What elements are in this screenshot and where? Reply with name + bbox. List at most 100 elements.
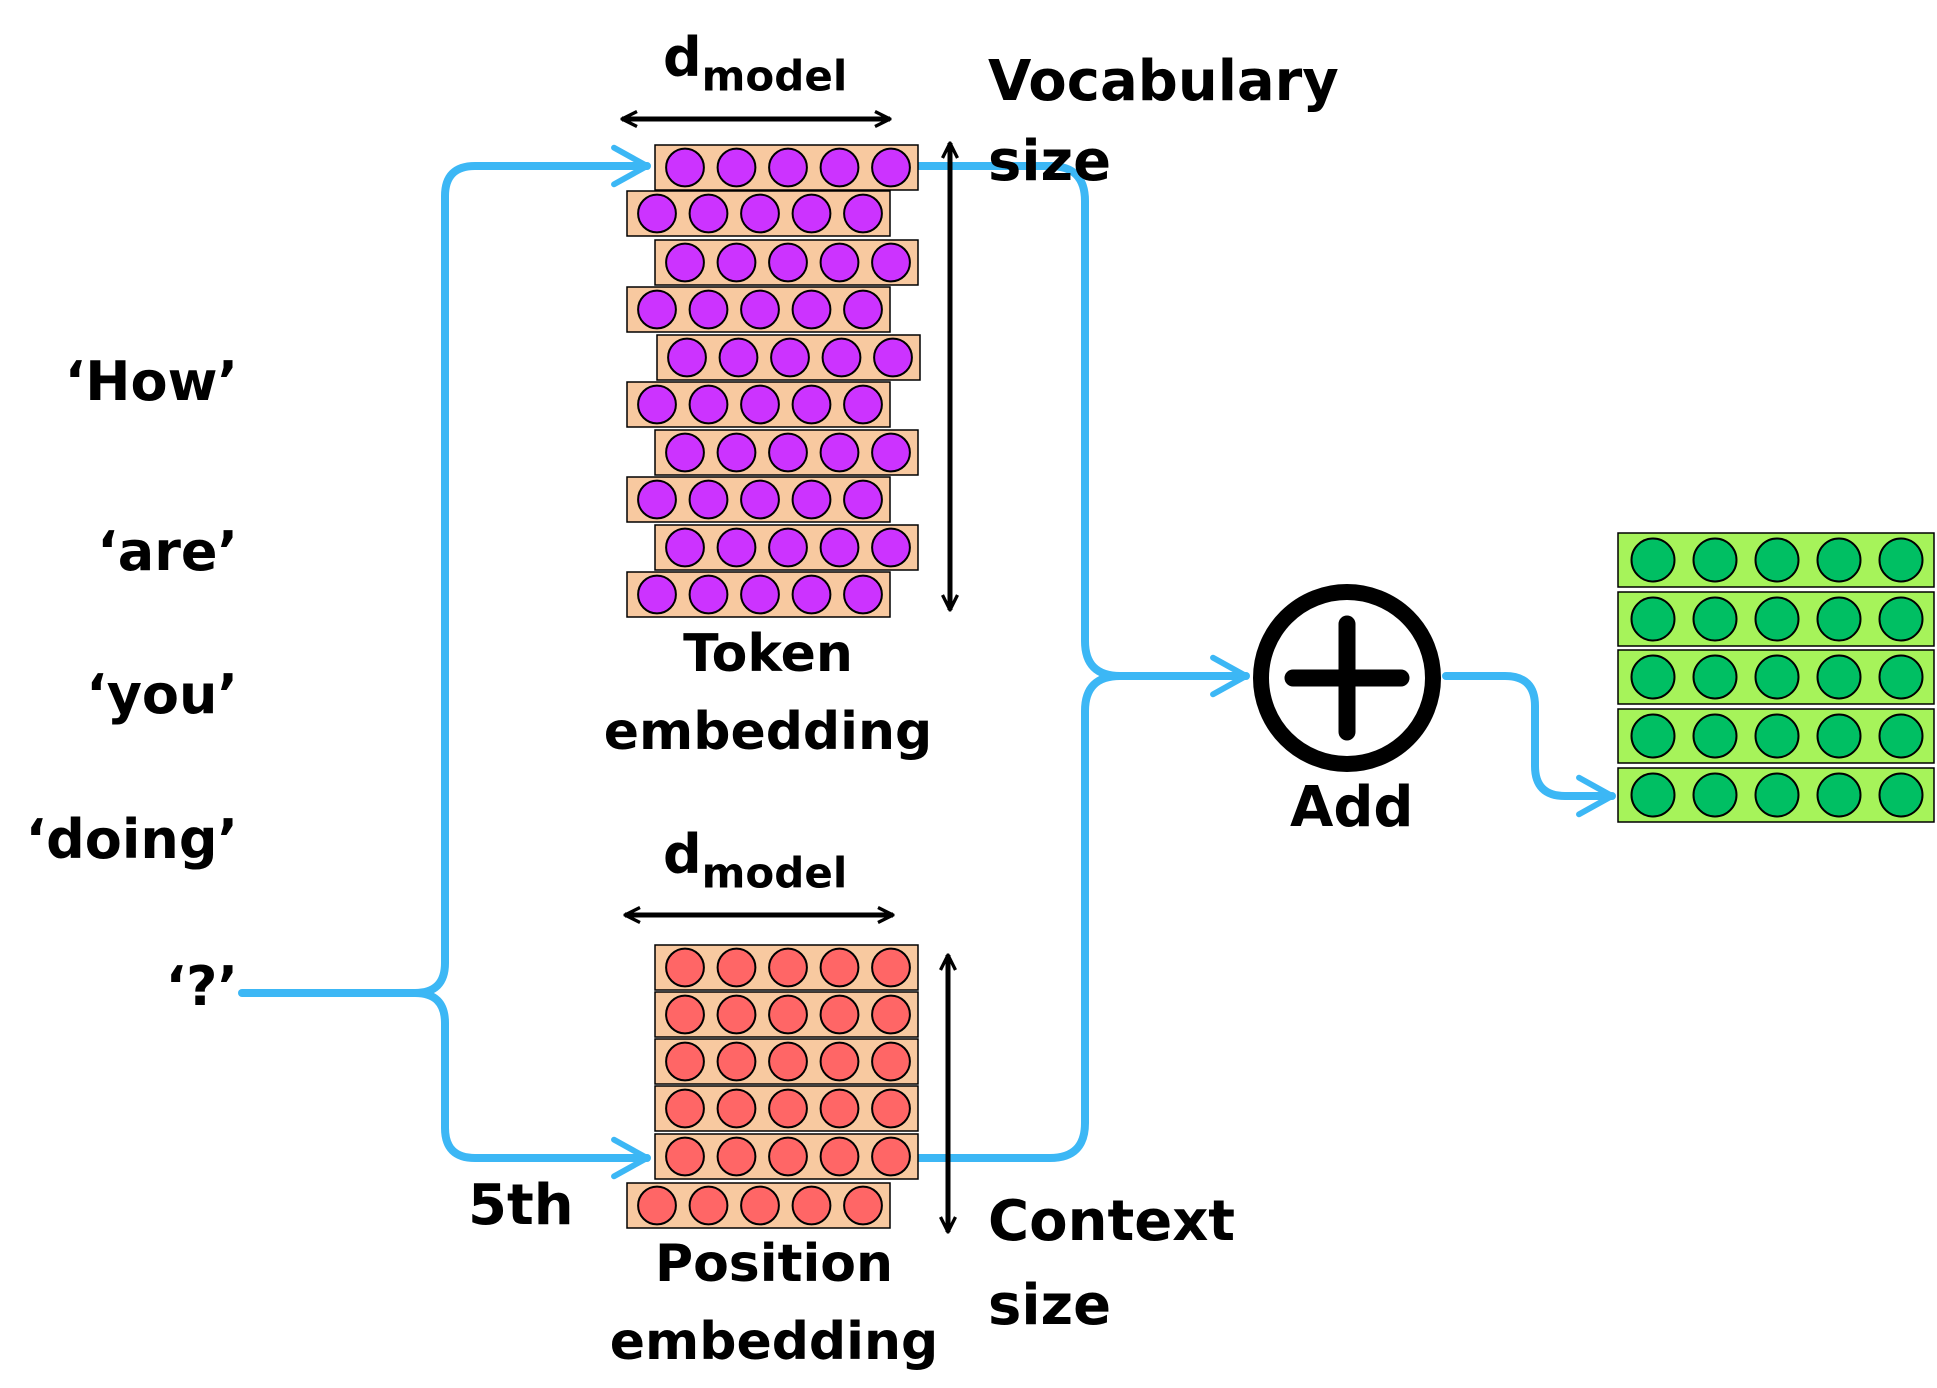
output-embedding-row [1617, 767, 1935, 823]
token-embedding-row-dimension-circle [740, 479, 780, 520]
token-embedding-row-dimension-circle [871, 432, 911, 473]
token-embedding-row-dimension-circle [716, 527, 757, 568]
position-embedding-row-dimension-circle [665, 1088, 705, 1129]
token-embedding-row-dimension-circle [819, 147, 860, 188]
output-embedding-row-dimension-circle [1630, 537, 1676, 583]
token-embedding-row-dimension-circle [716, 432, 757, 473]
dmodel-label-top: dmodel [663, 26, 848, 101]
position-embedding-row-dimension-circle [819, 1088, 860, 1129]
token-embedding-row [654, 429, 919, 476]
token-embedding-row-dimension-circle [688, 574, 729, 615]
output-embedding-row-dimension-circle [1878, 713, 1924, 759]
token-embedding-row [626, 286, 891, 333]
token-embedding-row-dimension-circle [665, 527, 705, 568]
token-embedding-row [626, 381, 891, 428]
position-embedding-row-dimension-circle [665, 1041, 705, 1082]
token-embedding-row-dimension-circle [637, 479, 677, 520]
output-embedding-row-dimension-circle [1878, 654, 1924, 700]
output-embedding-row-dimension-circle [1692, 654, 1738, 700]
token-embedding-row-dimension-circle [665, 147, 705, 188]
dimension-arrows [622, 119, 950, 1232]
position-embedding-row-dimension-circle [819, 1136, 860, 1177]
position-embedding-row-dimension-circle [819, 947, 860, 988]
token-embedding-row [654, 144, 919, 191]
position-embedding-row-dimension-circle [768, 1088, 808, 1129]
output-embedding-row-dimension-circle [1754, 772, 1800, 818]
position-embedding-row-dimension-circle [871, 1088, 911, 1129]
output-embedding-row-dimension-circle [1630, 772, 1676, 818]
position-embedding-row-dimension-circle [665, 994, 705, 1035]
position-embedding-row-dimension-circle [791, 1185, 832, 1226]
position-embedding-row-dimension-circle [716, 1088, 757, 1129]
output-embedding-row [1617, 649, 1935, 705]
token-embedding-row-dimension-circle [871, 242, 911, 283]
token-embedding-row-dimension-circle [637, 574, 677, 615]
token-embedding-row-dimension-circle [768, 432, 808, 473]
position-embedding-row [654, 1133, 919, 1180]
output-embedding-row-dimension-circle [1754, 537, 1800, 583]
token-embedding-label: Token embedding [603, 624, 933, 762]
token-embedding-row [656, 334, 921, 381]
position-embedding-row [654, 1038, 919, 1085]
token-embedding-row-dimension-circle [819, 432, 860, 473]
token-embedding-row-dimension-circle [718, 337, 759, 378]
flow-to-token-embedding [411, 144, 651, 997]
position-embedding-row [654, 1085, 919, 1132]
output-embedding-row-dimension-circle [1878, 537, 1924, 583]
output-embedding-row-dimension-circle [1816, 772, 1862, 818]
vocabulary-size-label: Vocabulary size [988, 49, 1339, 194]
output-embedding-row-dimension-circle [1816, 654, 1862, 700]
flow-to-position-embedding [411, 989, 651, 1180]
add-node [1253, 584, 1441, 772]
token-embedding-row-dimension-circle [871, 527, 911, 568]
token-embedding-row-dimension-circle [843, 574, 883, 615]
token-embedding-row [626, 476, 891, 523]
output-embedding-row-dimension-circle [1692, 537, 1738, 583]
position-embedding-row-dimension-circle [716, 1136, 757, 1177]
token-embedding-row [654, 239, 919, 286]
token-embedding-row-dimension-circle [770, 337, 810, 378]
output-embedding-row-dimension-circle [1630, 654, 1676, 700]
token-embedding-row-dimension-circle [871, 147, 911, 188]
token-embedding-row-dimension-circle [688, 289, 729, 330]
position-embedding-row-dimension-circle [871, 1041, 911, 1082]
position-embedding-row-dimension-circle [665, 947, 705, 988]
token-question-mark: ‘?’ [165, 955, 238, 1018]
token-embedding-row-dimension-circle [791, 289, 832, 330]
token-you: ‘you’ [86, 663, 238, 726]
token-embedding-row-dimension-circle [791, 193, 832, 234]
token-embedding-row-dimension-circle [819, 242, 860, 283]
token-embedding-row-dimension-circle [688, 193, 729, 234]
position-embedding-row-dimension-circle [740, 1185, 780, 1226]
token-embedding-row-dimension-circle [843, 384, 883, 425]
dmodel-label-bottom: dmodel [663, 823, 848, 898]
position-embedding-row-dimension-circle [716, 947, 757, 988]
output-embedding-row [1617, 591, 1935, 647]
position-embedding-row-dimension-circle [819, 1041, 860, 1082]
token-embedding-row [626, 571, 891, 618]
position-embedding-row-dimension-circle [688, 1185, 729, 1226]
position-embedding-row [654, 944, 919, 991]
output-embedding-row-dimension-circle [1816, 713, 1862, 759]
position-embedding-row-dimension-circle [871, 947, 911, 988]
token-embedding-row-dimension-circle [667, 337, 707, 378]
token-embedding-matrix [626, 144, 921, 618]
flow-token-to-add [914, 162, 1124, 680]
position-embedding-row-dimension-circle [871, 994, 911, 1035]
token-embedding-row-dimension-circle [740, 193, 780, 234]
output-embedding-row-dimension-circle [1754, 654, 1800, 700]
position-embedding-row-dimension-circle [768, 947, 808, 988]
position-embedding-row [626, 1182, 891, 1229]
token-embedding-row [626, 190, 891, 237]
token-are: ‘are’ [97, 520, 238, 583]
add-label: Add [1290, 775, 1414, 840]
token-embedding-row-dimension-circle [688, 384, 729, 425]
token-embedding-row-dimension-circle [637, 193, 677, 234]
position-embedding-row-dimension-circle [768, 1136, 808, 1177]
position-embedding-row [654, 991, 919, 1038]
output-embedding-row-dimension-circle [1878, 772, 1924, 818]
token-embedding-row-dimension-circle [665, 432, 705, 473]
output-embedding-row-dimension-circle [1754, 713, 1800, 759]
position-embedding-row-dimension-circle [768, 1041, 808, 1082]
